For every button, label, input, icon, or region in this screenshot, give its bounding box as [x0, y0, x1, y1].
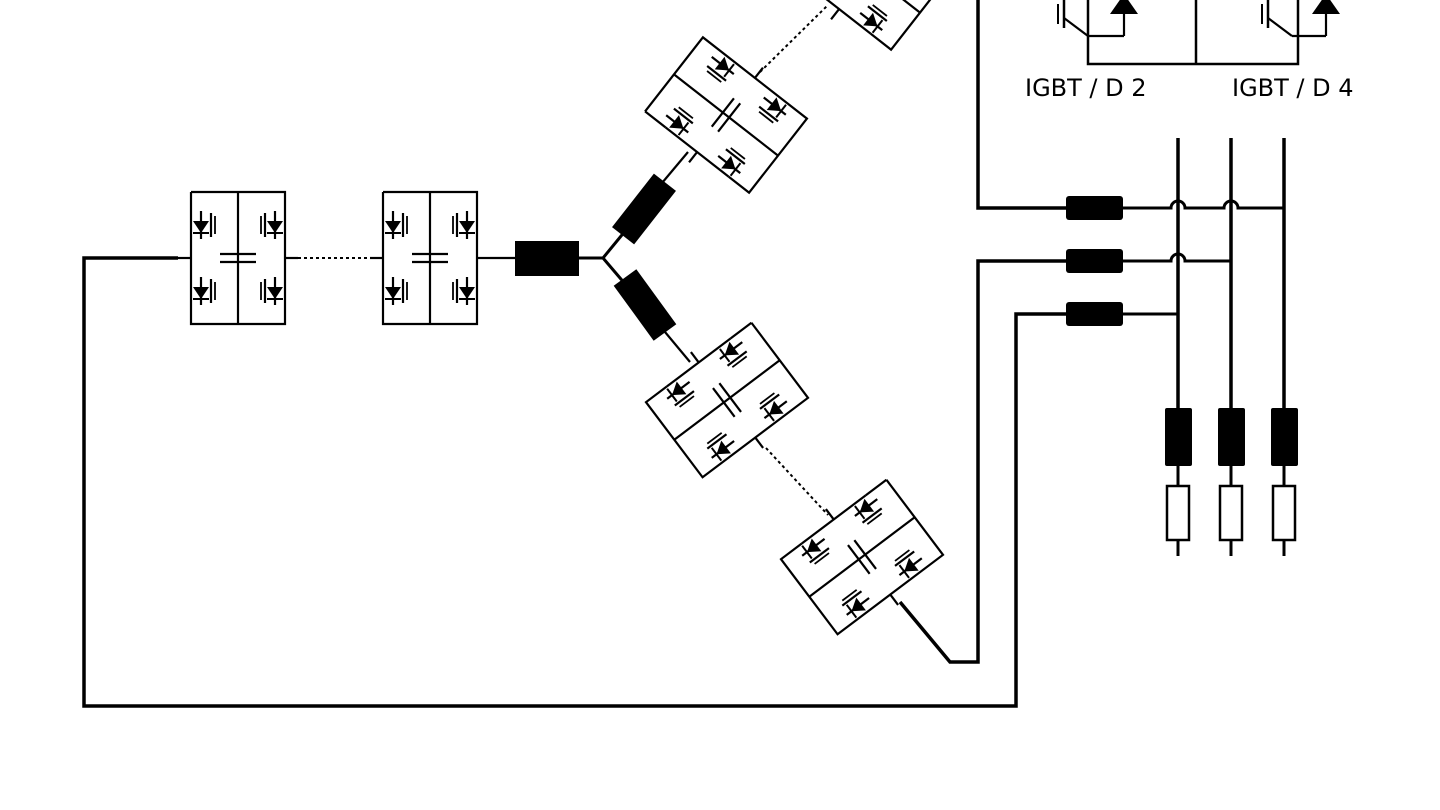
label-igbt-d4: IGBT / D 4	[1232, 74, 1354, 102]
label-igbt-d2: IGBT / D 2	[1025, 74, 1147, 102]
output-inductor-c	[1271, 408, 1298, 466]
output-inductor-b	[1218, 408, 1245, 466]
igbt-d2-symbol	[1057, 0, 1138, 38]
submodule-upper-2	[777, 0, 959, 62]
submodule-upper-1	[635, 25, 817, 205]
wire-left-return	[82, 256, 1066, 708]
arm-inductor-upper	[612, 173, 676, 245]
output-inductor-a	[1165, 408, 1192, 466]
upper-arm	[612, 0, 959, 245]
submodule-lower-1	[637, 311, 817, 489]
load-resistor-b	[1218, 484, 1244, 542]
submodule-lower-2	[772, 468, 952, 646]
star-node	[601, 229, 628, 286]
load-resistor-a	[1165, 484, 1191, 542]
top-right-module	[1057, 0, 1340, 66]
phase-inductor-1	[1066, 196, 1123, 220]
phase-inductor-3	[1066, 302, 1123, 326]
submodule-left-2	[368, 190, 492, 326]
arm-inductor-lower	[613, 269, 677, 341]
load-branch	[1165, 408, 1298, 556]
phase-inductors	[1066, 196, 1123, 326]
igbt-d4-symbol	[1261, 0, 1340, 38]
lower-arm	[613, 259, 1066, 664]
arm-inductor-left	[515, 241, 579, 276]
load-resistor-c	[1271, 484, 1297, 542]
three-phase-bus	[1123, 138, 1286, 410]
submodule-left-1	[176, 190, 300, 326]
wire-lower-return	[898, 259, 1066, 664]
wire-upper-return	[976, 0, 1066, 210]
phase-inductor-2	[1066, 249, 1123, 273]
left-arm	[82, 190, 1066, 708]
